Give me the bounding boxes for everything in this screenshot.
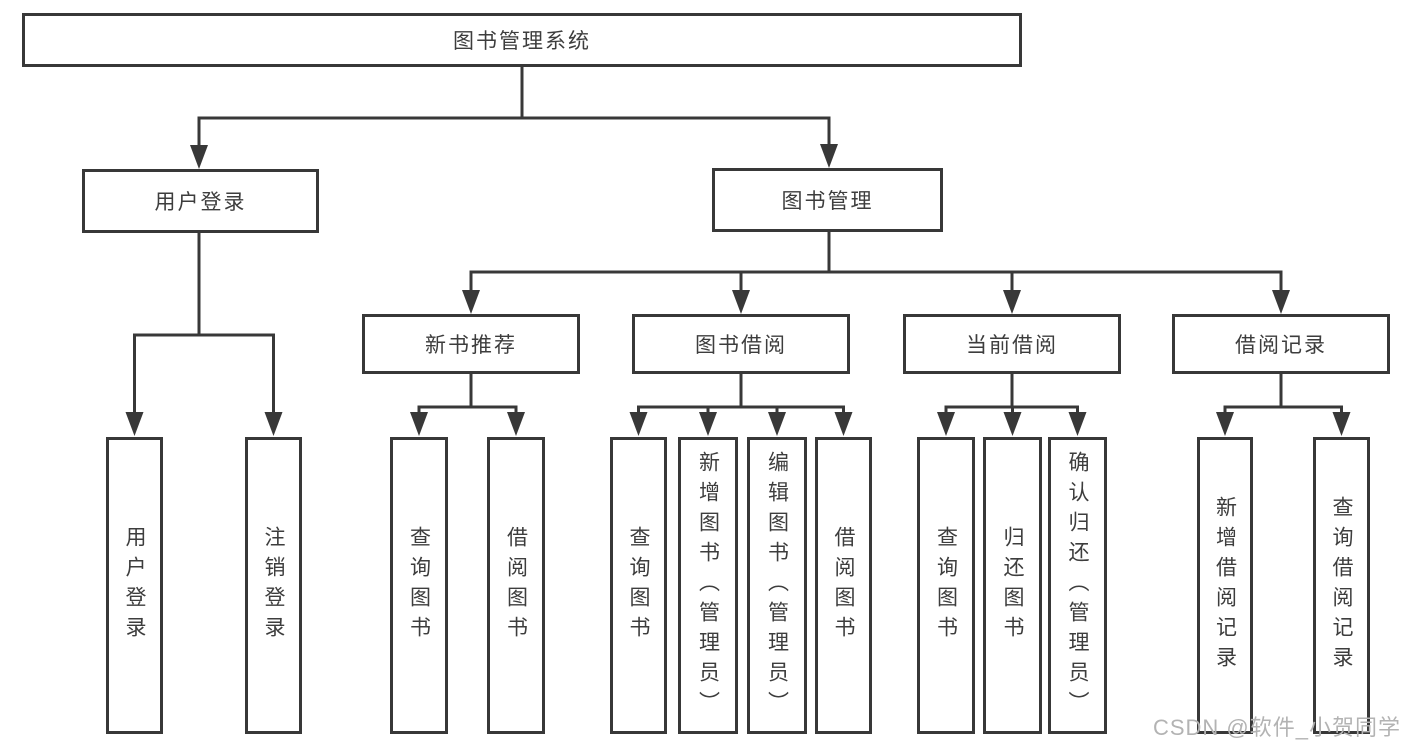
leaf-borrow-books-recommend: 借阅图书 (487, 437, 545, 734)
leaf-add-borrow-record: 新增借阅记录 (1197, 437, 1253, 734)
arrowhead-down-icon (629, 412, 648, 436)
arrowhead-down-icon (410, 412, 428, 436)
arrowhead-down-icon (1003, 412, 1022, 436)
arrowhead-down-icon (937, 412, 955, 436)
node-book-management: 图书管理 (712, 168, 943, 232)
node-borrow-records: 借阅记录 (1172, 314, 1390, 374)
leaf-borrow-books: 借阅图书 (815, 437, 872, 734)
leaf-edit-book-admin-label: 编辑图书（管理员） (765, 450, 789, 721)
leaf-query-borrow-record: 查询借阅记录 (1313, 437, 1370, 734)
arrowhead-down-icon (1332, 412, 1351, 436)
leaf-return-book-label: 归还图书 (1001, 525, 1024, 646)
arrowhead-down-icon (1003, 290, 1021, 314)
arrowhead-down-icon (1068, 412, 1087, 436)
node-root-label: 图书管理系统 (453, 30, 591, 53)
node-new-book-recommend: 新书推荐 (362, 314, 580, 374)
leaf-add-borrow-record-label: 新增借阅记录 (1213, 495, 1237, 676)
arrowhead-down-icon (1272, 290, 1290, 314)
node-borrow-records-label: 借阅记录 (1235, 334, 1327, 357)
leaf-query-borrow-record-label: 查询借阅记录 (1330, 495, 1353, 676)
arrowhead-down-icon (125, 412, 144, 436)
arrowhead-down-icon (462, 290, 480, 314)
leaf-borrow-books-recommend-label: 借阅图书 (504, 525, 528, 646)
leaf-query-books-recommend-label: 查询图书 (407, 525, 431, 646)
node-user-login-label: 用户登录 (154, 191, 247, 214)
arrowhead-down-icon (732, 290, 750, 314)
leaf-return-book: 归还图书 (983, 437, 1042, 734)
arrowhead-down-icon (507, 412, 525, 436)
arrowhead-down-icon (834, 412, 853, 436)
node-book-borrow-label: 图书借阅 (695, 334, 787, 357)
node-root: 图书管理系统 (22, 13, 1022, 67)
arrowhead-down-icon (768, 412, 786, 436)
arrowhead-down-icon (264, 412, 283, 436)
leaf-query-books-recommend: 查询图书 (390, 437, 448, 734)
leaf-borrow-books-label: 借阅图书 (832, 525, 855, 646)
leaf-logout-login: 注销登录 (245, 437, 302, 734)
node-book-management-label: 图书管理 (781, 190, 874, 213)
leaf-query-books-current: 查询图书 (917, 437, 975, 734)
leaf-user-login: 用户登录 (106, 437, 163, 734)
leaf-add-book-admin: 新增图书（管理员） (678, 437, 738, 734)
arrowhead-down-icon (820, 144, 838, 168)
node-book-borrow: 图书借阅 (632, 314, 850, 374)
leaf-query-books-current-label: 查询图书 (934, 525, 958, 646)
leaf-confirm-return-admin-label: 确认归还（管理员） (1066, 450, 1089, 721)
leaf-add-book-admin-label: 新增图书（管理员） (696, 450, 720, 721)
watermark: CSDN @软件_小贺同学 (1152, 715, 1401, 740)
arrowhead-down-icon (699, 412, 717, 436)
leaf-edit-book-admin: 编辑图书（管理员） (747, 437, 807, 734)
arrowhead-down-icon (1216, 412, 1234, 436)
node-user-login: 用户登录 (82, 169, 319, 233)
node-current-borrow: 当前借阅 (903, 314, 1121, 374)
node-current-borrow-label: 当前借阅 (966, 334, 1058, 357)
leaf-query-books-borrow: 查询图书 (610, 437, 667, 734)
leaf-query-books-borrow-label: 查询图书 (627, 525, 650, 646)
leaf-confirm-return-admin: 确认归还（管理员） (1048, 437, 1107, 734)
node-new-book-recommend-label: 新书推荐 (425, 334, 517, 357)
arrowhead-down-icon (190, 145, 208, 169)
leaf-user-login-label: 用户登录 (123, 525, 146, 646)
leaf-logout-login-label: 注销登录 (262, 525, 285, 646)
